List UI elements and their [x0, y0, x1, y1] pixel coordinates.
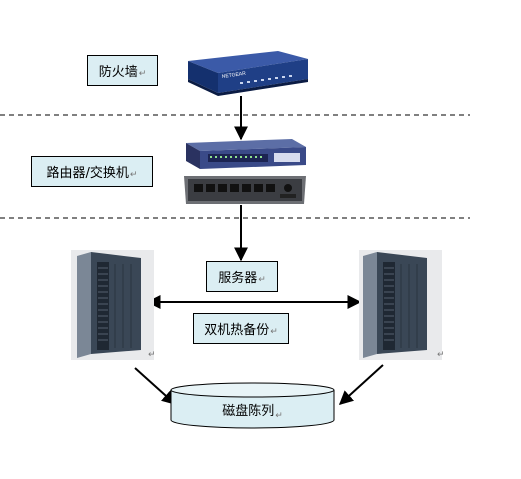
server-right-icon [359, 250, 442, 360]
disk-array-label-text: 磁盘陈列 [222, 404, 275, 419]
router-device-icon [186, 139, 306, 169]
arrow-right-server-to-disk [338, 364, 384, 405]
firewall-label: 防火墙↵ [87, 55, 158, 86]
firewall-label-text: 防火墙 [98, 65, 138, 80]
hot-standby-label-text: 双机热备份 [204, 323, 270, 338]
server-right [359, 250, 442, 360]
servers-label: 服务器↵ [206, 261, 278, 292]
disk-array-cylinder-icon [170, 382, 335, 429]
server-left [71, 250, 154, 360]
router-switch-label-text: 路由器/交换机 [46, 166, 129, 181]
disk-array: 磁盘陈列↵ [170, 382, 335, 430]
paragraph-mark-icon: ↵ [148, 350, 156, 360]
router-switch-label: 路由器/交换机↵ [31, 156, 153, 187]
disk-array-label: 磁盘陈列↵ [170, 400, 335, 421]
paragraph-mark-icon: ↵ [129, 169, 138, 180]
switch-device-icon [184, 176, 306, 204]
hot-standby-label: 双机热备份↵ [193, 313, 289, 344]
paragraph-mark-icon: ↵ [270, 326, 278, 337]
firewall-device: NETGEAR [180, 45, 311, 101]
paragraph-mark-icon: ↵ [437, 350, 445, 360]
paragraph-mark-icon: ↵ [138, 68, 147, 79]
servers-label-text: 服务器 [218, 271, 258, 286]
router-device [182, 137, 308, 171]
paragraph-mark-icon: ↵ [258, 274, 266, 285]
firewall-brand-text: NETGEAR [221, 71, 246, 80]
arrow-left-server-to-disk [134, 367, 177, 405]
server-left-icon [71, 250, 154, 360]
switch-device [182, 172, 308, 208]
paragraph-mark-icon: ↵ [275, 411, 283, 421]
firewall-device-icon: NETGEAR [188, 51, 308, 96]
